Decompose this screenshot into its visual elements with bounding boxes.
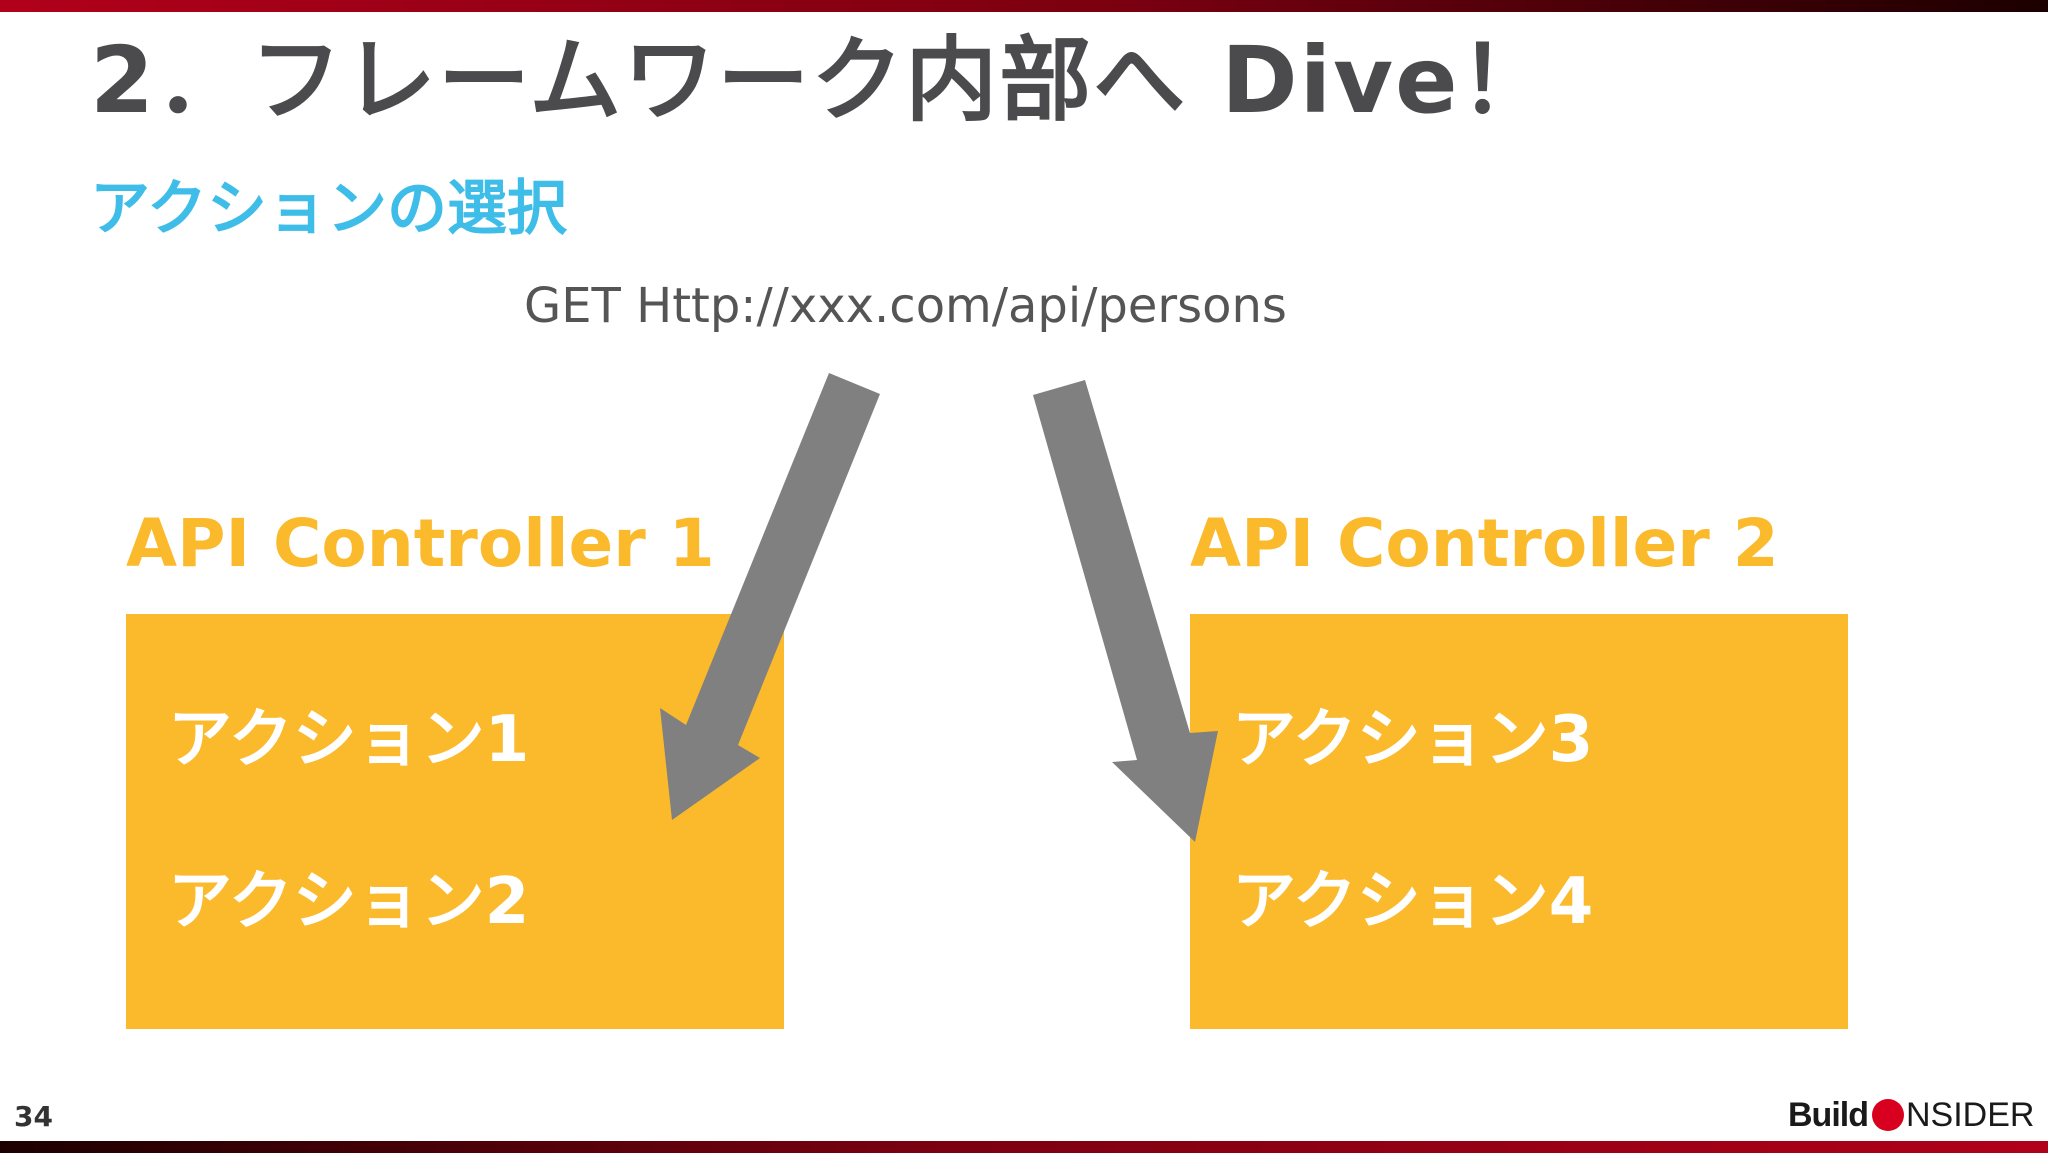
action-1-label: アクション1 — [168, 703, 530, 777]
action-2-label: アクション2 — [168, 865, 530, 939]
action-3-label: アクション3 — [1232, 703, 1594, 777]
request-url: GET Http://xxx.com/api/persons — [524, 278, 1287, 334]
controller-2-box: アクション3 アクション4 — [1190, 614, 1848, 1029]
brand-insider-text: NSIDER — [1905, 1095, 2035, 1134]
page-number: 34 — [14, 1100, 53, 1133]
build-insider-logo: Build NSIDER — [1788, 1092, 2034, 1138]
slide-title: 2．フレームワーク内部へ Dive！ — [90, 27, 1554, 134]
top-accent-bar — [0, 0, 2048, 12]
action-4-label: アクション4 — [1232, 865, 1594, 939]
arrow-to-action-1 — [660, 373, 880, 820]
brand-build-text: Build — [1788, 1095, 1869, 1134]
arrow-to-action-4 — [1033, 380, 1218, 842]
controller-1-box: アクション1 アクション2 — [126, 614, 784, 1029]
controller-1-title: API Controller 1 — [126, 505, 715, 582]
slide-subtitle: アクションの選択 — [90, 174, 567, 244]
bottom-accent-bar — [0, 1141, 2048, 1153]
controller-2-title: API Controller 2 — [1190, 505, 1779, 582]
brand-red-circle-icon — [1871, 1099, 1904, 1131]
